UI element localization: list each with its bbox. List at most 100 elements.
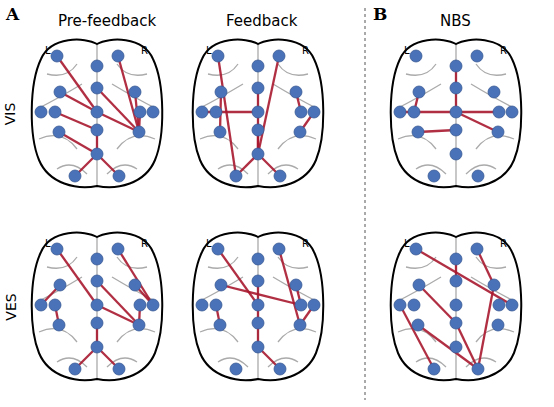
region-node bbox=[488, 279, 500, 291]
region-node bbox=[91, 82, 103, 94]
panel-letter: A bbox=[6, 6, 19, 23]
region-node bbox=[51, 50, 63, 62]
hemisphere-label: R bbox=[500, 239, 507, 249]
region-node bbox=[290, 86, 302, 98]
region-node bbox=[295, 299, 307, 311]
region-node bbox=[394, 106, 406, 118]
row-title: VIS bbox=[3, 103, 17, 126]
region-node bbox=[91, 253, 103, 265]
brain-sulcus bbox=[278, 64, 308, 75]
region-node bbox=[412, 126, 424, 138]
region-node bbox=[230, 170, 242, 182]
region-node bbox=[69, 363, 81, 375]
region-node bbox=[450, 82, 462, 94]
region-node bbox=[413, 279, 425, 291]
hemisphere-label: L bbox=[206, 239, 212, 249]
region-node bbox=[252, 275, 264, 287]
region-node bbox=[492, 126, 504, 138]
brain-sulcus bbox=[117, 136, 155, 149]
region-node bbox=[35, 299, 47, 311]
region-node bbox=[493, 299, 505, 311]
brain-sulcus bbox=[47, 257, 77, 268]
region-node bbox=[428, 170, 440, 182]
brain-sulcus bbox=[476, 329, 514, 342]
connection-line bbox=[118, 249, 153, 305]
region-node bbox=[214, 126, 226, 138]
hemisphere-label: L bbox=[404, 239, 410, 249]
region-node bbox=[252, 106, 264, 118]
brain-outline bbox=[193, 233, 324, 381]
brain-sulcus bbox=[476, 136, 514, 149]
brain-sulcus bbox=[396, 277, 441, 302]
panel-divider bbox=[365, 8, 366, 400]
region-node bbox=[196, 299, 208, 311]
brain-sulcus bbox=[396, 84, 441, 109]
region-node bbox=[252, 124, 264, 136]
hemisphere-label: L bbox=[206, 46, 212, 56]
region-node bbox=[112, 50, 124, 62]
region-node bbox=[294, 319, 306, 331]
brain-sulcus bbox=[117, 329, 155, 342]
region-node bbox=[147, 106, 159, 118]
brain-sulcus bbox=[208, 257, 238, 268]
brain-sulcus bbox=[406, 64, 436, 75]
region-node bbox=[91, 299, 103, 311]
region-node bbox=[450, 317, 462, 329]
region-node bbox=[273, 243, 285, 255]
region-node bbox=[450, 253, 462, 265]
hemisphere-label: R bbox=[141, 239, 148, 249]
brain-sulcus bbox=[37, 84, 82, 109]
region-node bbox=[308, 106, 320, 118]
region-node bbox=[252, 60, 264, 72]
region-node bbox=[295, 106, 307, 118]
region-node bbox=[506, 106, 518, 118]
region-node bbox=[53, 319, 65, 331]
brain-sulcus bbox=[471, 84, 516, 109]
region-node bbox=[252, 82, 264, 94]
region-node bbox=[133, 319, 145, 331]
region-node bbox=[408, 106, 420, 118]
hemisphere-label: L bbox=[45, 239, 51, 249]
connection-line bbox=[400, 305, 434, 369]
region-node bbox=[450, 60, 462, 72]
region-node bbox=[133, 126, 145, 138]
brain-sulcus bbox=[208, 64, 238, 75]
brain-sulcus bbox=[112, 277, 157, 302]
region-node bbox=[51, 243, 63, 255]
brain-sulcus bbox=[47, 64, 77, 75]
region-node bbox=[450, 299, 462, 311]
region-node bbox=[506, 299, 518, 311]
region-node bbox=[53, 126, 65, 138]
brain-sulcus bbox=[278, 329, 316, 342]
region-node bbox=[294, 126, 306, 138]
brain-outline bbox=[32, 40, 163, 188]
brain-sulcus bbox=[117, 257, 147, 268]
region-node bbox=[308, 299, 320, 311]
region-node bbox=[252, 253, 264, 265]
brain-sulcus bbox=[112, 84, 157, 109]
region-node bbox=[471, 50, 483, 62]
region-node bbox=[35, 106, 47, 118]
region-node bbox=[54, 86, 66, 98]
brain-sulcus bbox=[278, 136, 316, 149]
region-node bbox=[394, 299, 406, 311]
region-node bbox=[91, 60, 103, 72]
column-title: Pre-feedback bbox=[58, 14, 156, 29]
region-node bbox=[215, 86, 227, 98]
region-node bbox=[91, 317, 103, 329]
brain-sulcus bbox=[273, 84, 318, 109]
region-node bbox=[252, 148, 264, 160]
region-node bbox=[147, 299, 159, 311]
region-node bbox=[91, 124, 103, 136]
hemisphere-label: L bbox=[45, 46, 51, 56]
region-node bbox=[471, 243, 483, 255]
region-node bbox=[134, 106, 146, 118]
region-node bbox=[210, 106, 222, 118]
region-node bbox=[408, 299, 420, 311]
region-node bbox=[410, 50, 422, 62]
region-node bbox=[129, 279, 141, 291]
region-node bbox=[54, 279, 66, 291]
region-node bbox=[410, 243, 422, 255]
brain-outline bbox=[391, 40, 522, 188]
